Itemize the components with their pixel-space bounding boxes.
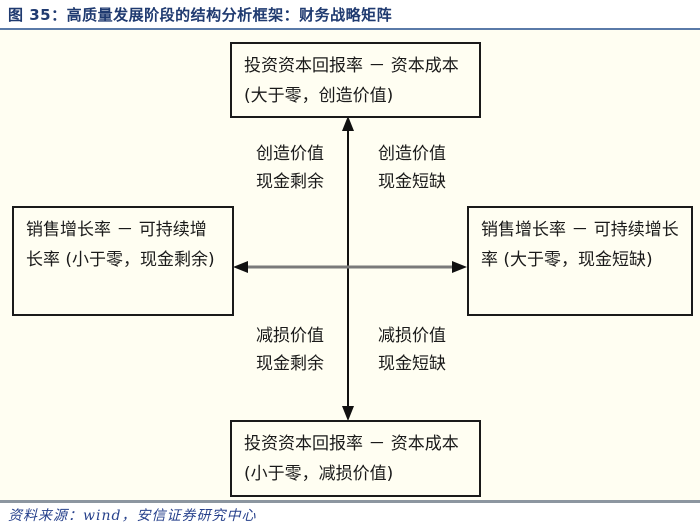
quadrant-label-top-right: 创造价值 现金短缺 xyxy=(360,140,464,196)
quadrant-bottom-right-line2: 现金短缺 xyxy=(378,354,446,374)
quadrant-top-right-line2: 现金短缺 xyxy=(378,172,446,192)
arrow-right-icon xyxy=(452,261,467,273)
box-top-text: 投资资本回报率 － 资本成本 (大于零，创造价值) xyxy=(244,56,459,106)
quadrant-bottom-right-line1: 减损价值 xyxy=(378,326,446,346)
quadrant-bottom-left-line1: 减损价值 xyxy=(256,326,324,346)
box-top-roic-positive: 投资资本回报率 － 资本成本 (大于零，创造价值) xyxy=(230,42,481,118)
title-divider xyxy=(0,28,700,30)
quadrant-top-left-line1: 创造价值 xyxy=(256,144,324,164)
figure-title: 图 35：高质量发展阶段的结构分析框架：财务战略矩阵 xyxy=(8,6,393,24)
quadrant-label-top-left: 创造价值 现金剩余 xyxy=(238,140,342,196)
diagram-canvas: 投资资本回报率 － 资本成本 (大于零，创造价值) 销售增长率 － 可持续增长率… xyxy=(0,30,700,501)
box-bottom-text: 投资资本回报率 － 资本成本 (小于零，减损价值) xyxy=(244,434,459,484)
quadrant-label-bottom-right: 减损价值 现金短缺 xyxy=(360,322,464,378)
arrow-down-icon xyxy=(342,406,354,421)
quadrant-top-right-line1: 创造价值 xyxy=(378,144,446,164)
arrow-up-icon xyxy=(342,116,354,131)
quadrant-bottom-left-line2: 现金剩余 xyxy=(256,354,324,374)
box-right-growth-positive: 销售增长率 － 可持续增长率 (大于零，现金短缺) xyxy=(467,206,693,316)
source-attribution: 资料来源：wind，安信证券研究中心 xyxy=(8,508,257,524)
quadrant-top-left-line2: 现金剩余 xyxy=(256,172,324,192)
footer-divider xyxy=(0,500,700,503)
box-left-growth-negative: 销售增长率 － 可持续增长率 (小于零，现金剩余) xyxy=(12,206,234,316)
arrow-left-icon xyxy=(233,261,248,273)
box-left-text: 销售增长率 － 可持续增长率 (小于零，现金剩余) xyxy=(26,220,215,270)
box-bottom-roic-negative: 投资资本回报率 － 资本成本 (小于零，减损价值) xyxy=(230,420,481,497)
box-right-text: 销售增长率 － 可持续增长率 (大于零，现金短缺) xyxy=(481,220,679,270)
quadrant-label-bottom-left: 减损价值 现金剩余 xyxy=(238,322,342,378)
